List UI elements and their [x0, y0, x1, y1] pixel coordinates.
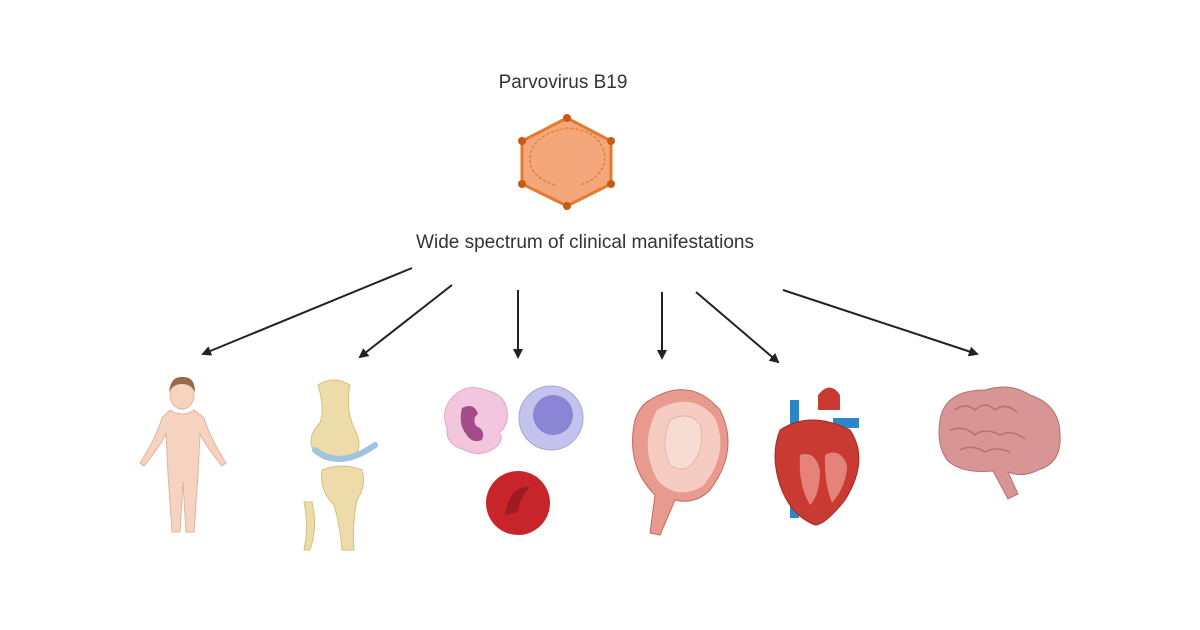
- child-body-icon: [139, 376, 227, 533]
- neutrophil-icon: [444, 387, 508, 454]
- fetus-uterus-icon: [632, 389, 729, 536]
- arrow-to-heart: [695, 291, 780, 364]
- brain-icon: [938, 386, 1061, 500]
- arrow-to-joint: [358, 284, 453, 359]
- red-blood-cell-icon: [486, 471, 550, 535]
- heart-icon: [774, 387, 860, 526]
- diagram-subtitle: Wide spectrum of clinical manifestations: [416, 232, 754, 253]
- arrows: [201, 267, 979, 364]
- arrow-to-brain: [782, 289, 979, 357]
- arrow-to-child: [201, 267, 413, 356]
- knee-joint-icon: [303, 379, 378, 551]
- virus-icon: [518, 114, 615, 210]
- lymphocyte-icon: [518, 385, 584, 451]
- diagram-title: Parvovirus B19: [498, 72, 628, 93]
